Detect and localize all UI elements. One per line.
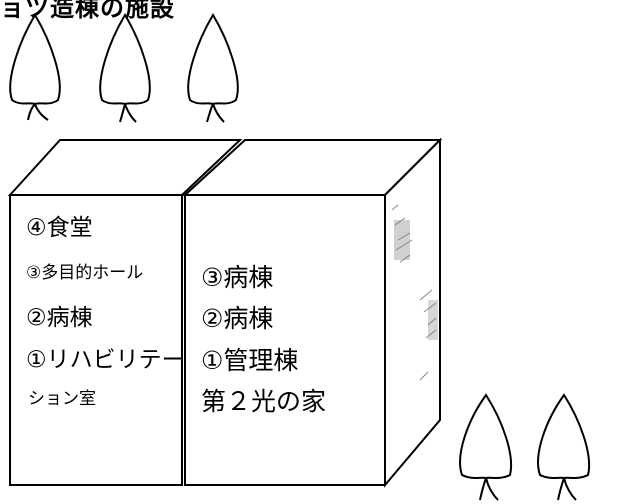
tree-icon xyxy=(187,13,239,123)
side-shading xyxy=(391,204,437,381)
tree-icon xyxy=(537,393,590,501)
floor-label-1-rehab-cont: ション室 xyxy=(28,389,96,409)
page-title: ョツ造棟の施設 xyxy=(0,0,175,22)
floor-label-1-rehab: ①リハビリテー xyxy=(26,347,185,373)
floor-label-4-cafeteria: ④食堂 xyxy=(26,215,93,241)
floor-label-3-hall: ③多目的ホール xyxy=(26,263,144,283)
tree-icon xyxy=(459,393,512,501)
side-shading-dots xyxy=(394,220,438,340)
right-building-front xyxy=(184,194,386,486)
floor-label-1-admin: ①管理棟 xyxy=(201,346,299,375)
left-building-front xyxy=(9,194,183,486)
floor-label-2-ward: ②病棟 xyxy=(201,304,274,333)
floor-label-3-ward: ③病棟 xyxy=(201,263,274,292)
floor-label-2-ward: ②病棟 xyxy=(26,305,93,331)
building-name: 第２光の家 xyxy=(201,387,327,416)
tree-icon xyxy=(99,13,151,123)
tree-icon xyxy=(9,13,61,121)
